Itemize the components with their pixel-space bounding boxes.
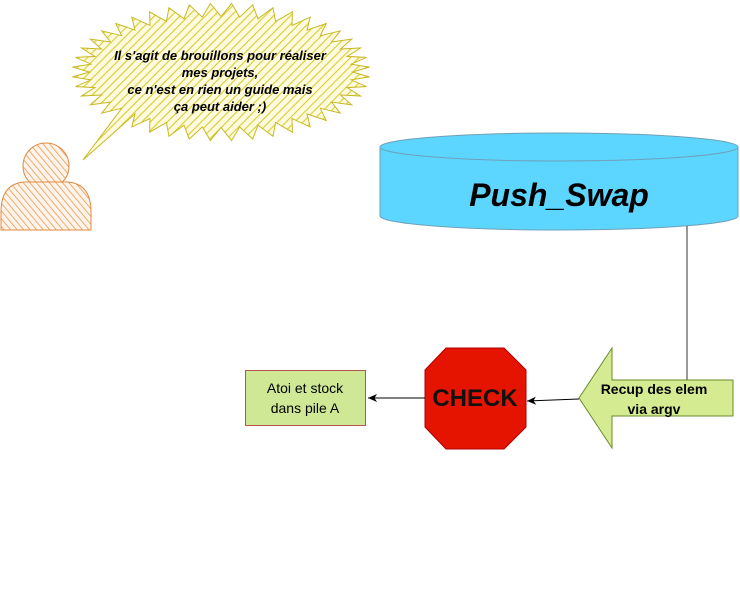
speech-bubble (72, 2, 370, 161)
check-label: CHECK (432, 385, 518, 412)
speech-bubble-text: Il s'agit de brouillons pour réaliser me… (114, 48, 326, 114)
person-icon (0, 142, 92, 231)
atoi-box-label: Atoi et stock dans pile A (266, 380, 344, 416)
check-stop-sign (424, 347, 527, 450)
push-swap-database (379, 132, 739, 231)
database-label: Push_Swap (469, 176, 649, 213)
recup-arrow-shape (578, 346, 734, 450)
recup-arrow-label: Recup des elem via argv (600, 381, 708, 417)
atoi-process-box (245, 370, 366, 426)
connector-recup-to-check (526, 396, 580, 405)
